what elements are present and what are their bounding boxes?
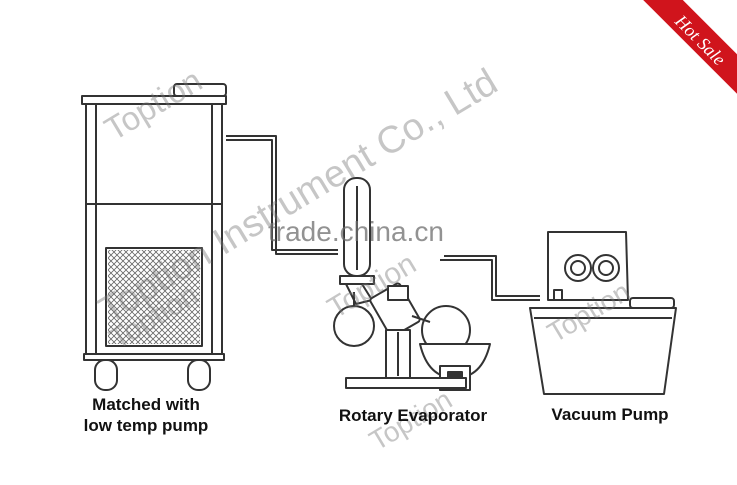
vacuum-pump: [529, 231, 677, 395]
vacuum-pump-label: Vacuum Pump: [551, 405, 669, 424]
rotary-evaporator-label: Rotary Evaporator: [338, 406, 488, 425]
chiller-label: Matched with low temp pump: [83, 395, 209, 435]
rotary-evaporator: [333, 177, 491, 391]
site-watermark: trade.china.cn: [268, 216, 444, 247]
